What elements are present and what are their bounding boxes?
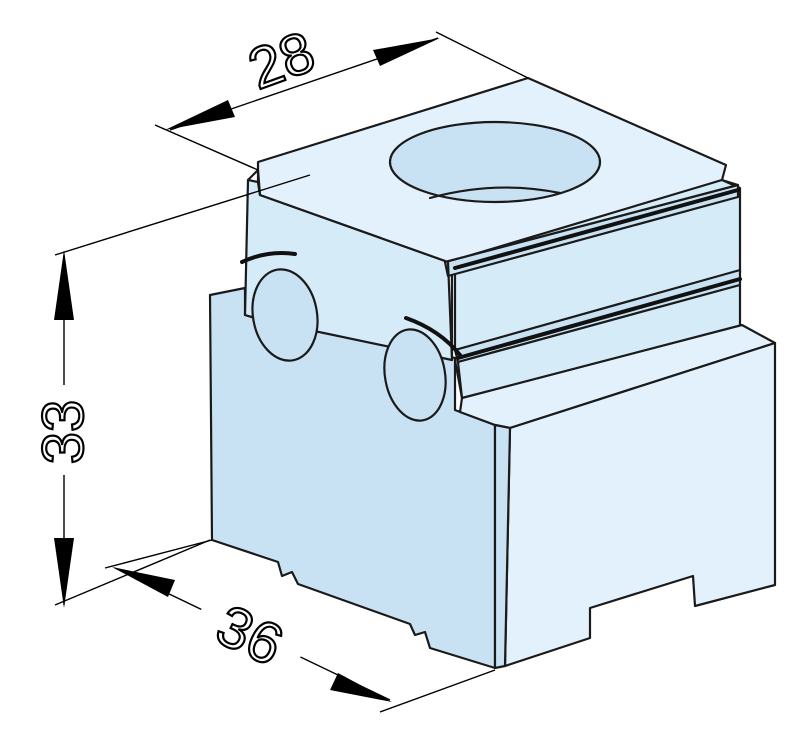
right-lower-side [493, 423, 512, 670]
clamp-block [208, 76, 777, 670]
right-lower-face [503, 341, 777, 668]
groove-line-mid [456, 277, 742, 360]
side-hole-left-arc [240, 251, 297, 264]
top-bore-inner [428, 186, 562, 200]
side-hole-left [251, 268, 319, 362]
dimension-height-label: 33 [31, 400, 96, 465]
edge-line-2 [453, 358, 464, 400]
side-hole-right-arc [404, 316, 462, 357]
side-hole-right [383, 328, 447, 422]
top-bore [388, 120, 602, 204]
dimension-height: 33 [30, 174, 311, 608]
groove-line-top [453, 188, 740, 270]
edge-line-3 [720, 178, 740, 187]
dimension-width-label: 28 [240, 19, 323, 102]
